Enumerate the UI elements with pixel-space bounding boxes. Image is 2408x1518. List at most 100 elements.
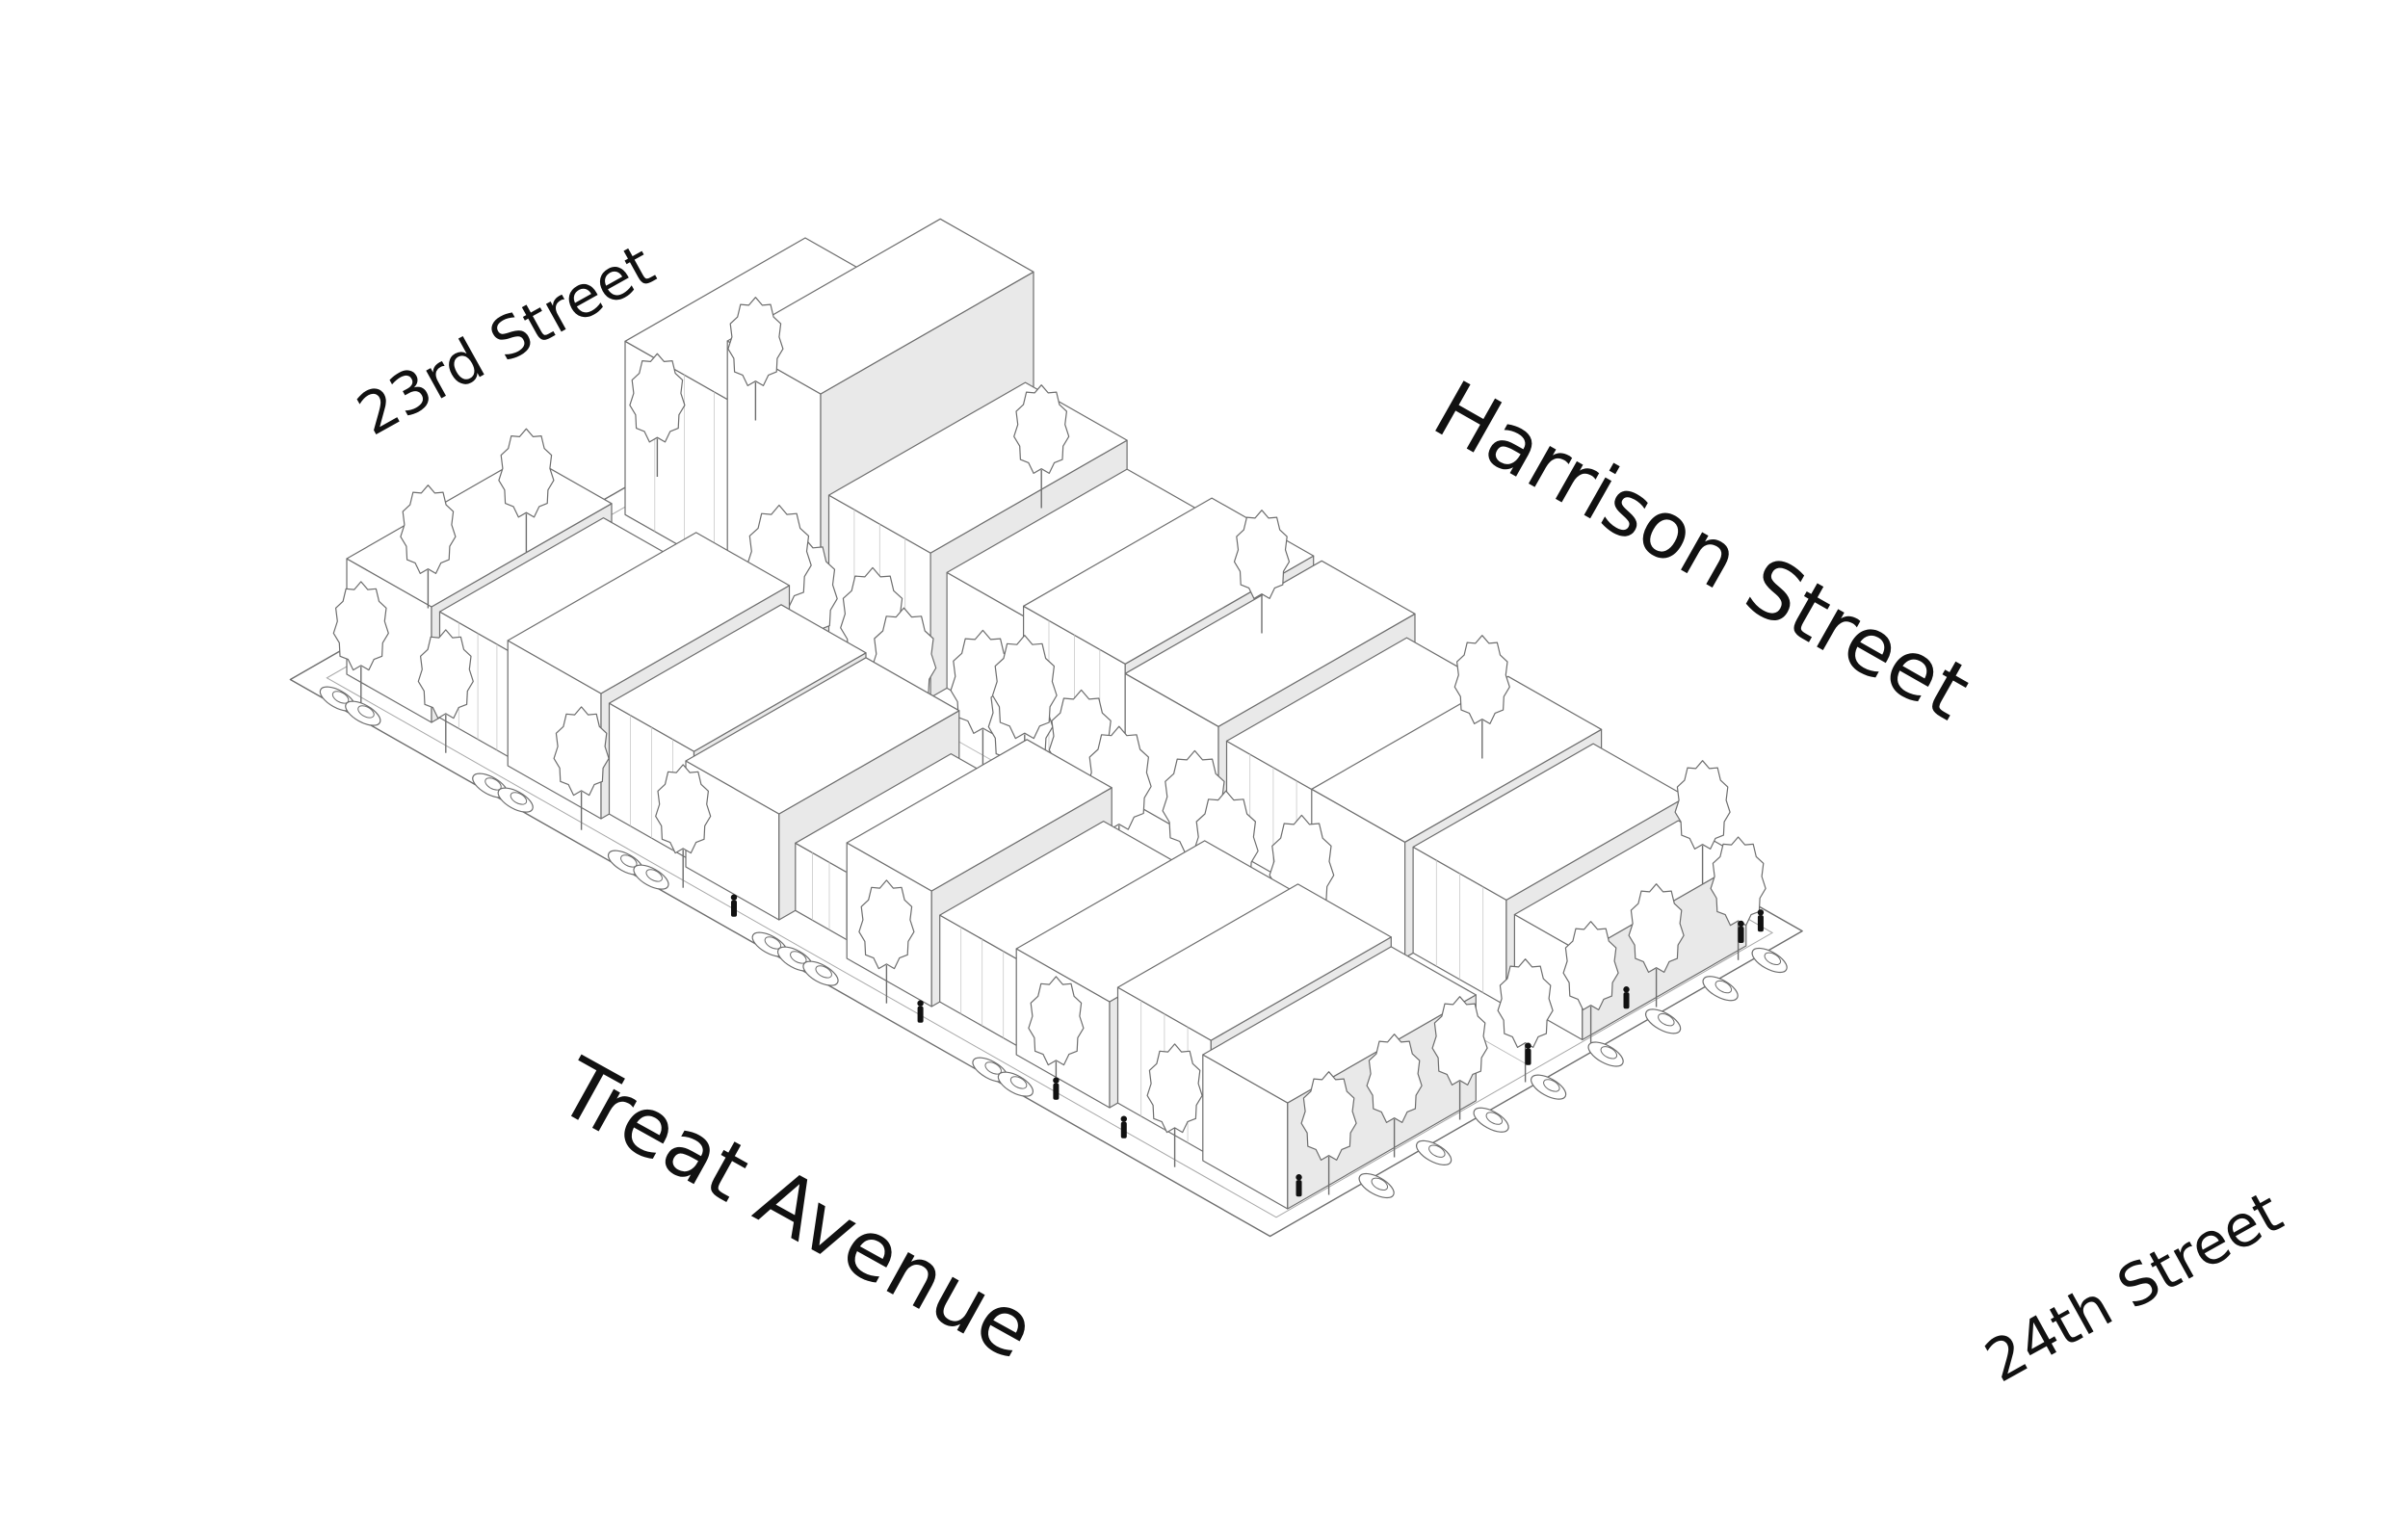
building-roof [1124,560,1416,727]
parked-car [1751,947,1788,974]
person-body [1623,992,1630,1009]
pedestrian [1053,1077,1060,1100]
street-tree [629,353,686,477]
tree-canopy [1497,958,1554,1049]
tree-canopy [1710,836,1767,927]
tree-canopy [1233,510,1291,600]
street-tree [332,581,389,705]
parked-car [1644,1008,1682,1034]
street-tree [1453,635,1510,759]
tree-canopy [727,297,784,386]
pedestrian [1738,920,1744,943]
street-tree [1146,1043,1203,1167]
person-head [730,894,738,901]
parked-car [1473,1107,1509,1133]
person-body [1120,1121,1127,1138]
building-roof [507,532,791,694]
street-tree [1013,384,1070,509]
building-roof [685,657,960,815]
tree-canopy [332,581,389,671]
tree-canopy [417,629,474,720]
person-head [1738,920,1744,928]
tree-canopy [1453,635,1510,725]
parked-car [1530,1074,1567,1100]
car-roof [357,705,375,719]
car-roof [1600,1046,1618,1060]
tree-canopy [400,484,457,575]
street-tree [1562,921,1619,1045]
person-body [1757,915,1764,932]
person-head [1053,1077,1060,1084]
car-roof [1714,980,1733,994]
parked-car [345,700,381,726]
street-tree [1674,760,1731,884]
building-roof [1311,675,1603,843]
car-roof [1009,1076,1028,1089]
street-tree [655,764,712,888]
pedestrian [1525,1042,1531,1065]
person-body [731,900,737,917]
car-roof [815,965,832,979]
tree-canopy [1028,976,1085,1066]
pedestrian [917,1000,924,1023]
tree-canopy [655,764,712,854]
person-head [917,1000,924,1007]
person-body [1053,1083,1060,1100]
parked-car [1702,976,1739,1002]
building-roof [726,218,1034,395]
street-tree [417,629,474,753]
parked-car [497,787,534,813]
street-tree [1431,996,1488,1120]
car-roof [645,869,663,882]
person-head [1623,986,1630,993]
tree-canopy [858,879,915,970]
car-roof [1543,1079,1560,1092]
person-body [1296,1180,1302,1197]
tree-canopy [1300,1071,1357,1162]
person-head [1525,1042,1531,1049]
pedestrian [1296,1174,1302,1197]
parked-car [997,1071,1034,1097]
street-tree [1233,510,1291,634]
car-roof [1764,952,1782,966]
tree-canopy [1674,760,1731,851]
building-roof [608,604,867,752]
tree-canopy [498,428,555,518]
person-body [1738,927,1744,943]
tree-canopy [991,634,1058,740]
pedestrian [1623,986,1630,1009]
building-roof [1116,883,1392,1041]
pedestrian [1120,1115,1128,1138]
street-tree [553,706,610,830]
tree-canopy [1146,1043,1203,1134]
street-tree [1366,1034,1423,1158]
street-tree [727,297,784,421]
tree-canopy [1013,384,1070,474]
car-roof [1371,1177,1389,1191]
person-body [917,1006,924,1023]
person-head [1296,1174,1302,1181]
street-tree [1300,1071,1357,1195]
tree-canopy [553,706,610,797]
building-roof [846,739,1112,892]
car-roof [1428,1144,1446,1158]
car-roof [1658,1013,1675,1027]
street-tree [1028,976,1085,1100]
street-tree [858,879,915,1004]
building-roof [1202,946,1477,1104]
parked-car [633,864,669,890]
tree-canopy [1366,1034,1423,1124]
tree-canopy [1628,883,1685,974]
parked-car [1587,1041,1624,1067]
street-tree [1710,836,1767,960]
person-head [1757,909,1765,916]
parked-car [1415,1139,1453,1165]
street-tree [400,484,457,609]
pedestrian [730,894,738,917]
car-roof [1485,1112,1504,1125]
parked-car [802,960,839,986]
pedestrian [1757,909,1765,932]
parked-car [1358,1172,1395,1199]
